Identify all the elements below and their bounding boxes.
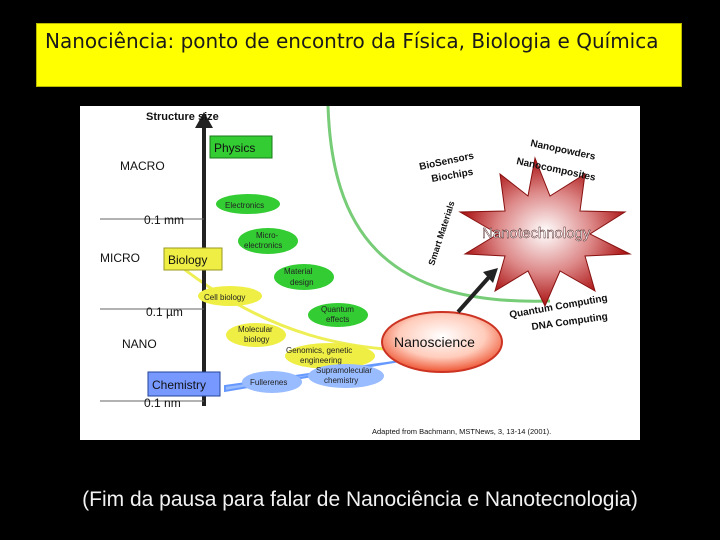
slide-caption: (Fim da pausa para falar de Nanociência …: [0, 488, 720, 512]
nanopowders-label: Nanopowders: [529, 138, 596, 163]
scale-01nm: 0.1 nm: [144, 396, 181, 410]
scale-01mm: 0.1 mm: [144, 213, 184, 227]
slide-title: Nanociência: ponto de encontro da Física…: [36, 23, 682, 87]
mems-label-1: Micro-: [256, 231, 279, 240]
scale-macro: MACRO: [120, 159, 165, 173]
biochips-label: Biochips: [431, 167, 475, 185]
smart-materials-label: Smart Materials: [426, 200, 456, 267]
physics-label: Physics: [214, 141, 255, 155]
electronics-label: Electronics: [225, 201, 264, 210]
nanoscience-diagram: Structure size MACRO 0.1 mm MICRO 0.1 µm…: [80, 106, 640, 440]
quantum-label-1: Quantum: [321, 305, 354, 314]
genomics-label-1: Genomics, genetic: [286, 346, 352, 355]
molecular-biology-label-2: biology: [244, 335, 269, 344]
cell-biology-label: Cell biology: [204, 293, 245, 302]
nanotechnology-label: Nanotechnology: [482, 225, 591, 242]
supramolecular-label-2: chemistry: [324, 376, 358, 385]
scale-01um: 0.1 µm: [146, 305, 183, 319]
chemistry-label: Chemistry: [152, 378, 206, 392]
supramolecular-label-1: Supramolecular: [316, 366, 372, 375]
figure-credit: Adapted from Bachmann, MSTNews, 3, 13-14…: [372, 427, 551, 436]
material-label-2: design: [290, 278, 314, 287]
biology-label: Biology: [168, 253, 207, 267]
genomics-label-2: engineering: [300, 356, 342, 365]
fullerenes-label: Fullerenes: [250, 378, 287, 387]
mems-label-2: electronics: [244, 241, 282, 250]
scale-micro: MICRO: [100, 251, 140, 265]
axis-title: Structure size: [146, 111, 219, 123]
nanoscience-label: Nanoscience: [394, 334, 475, 350]
quantum-label-2: effects: [326, 315, 349, 324]
molecular-biology-label-1: Molecular: [238, 325, 273, 334]
diagram-canvas: Structure size MACRO 0.1 mm MICRO 0.1 µm…: [80, 106, 640, 440]
material-label-1: Material: [284, 267, 313, 276]
scale-nano: NANO: [122, 337, 157, 351]
